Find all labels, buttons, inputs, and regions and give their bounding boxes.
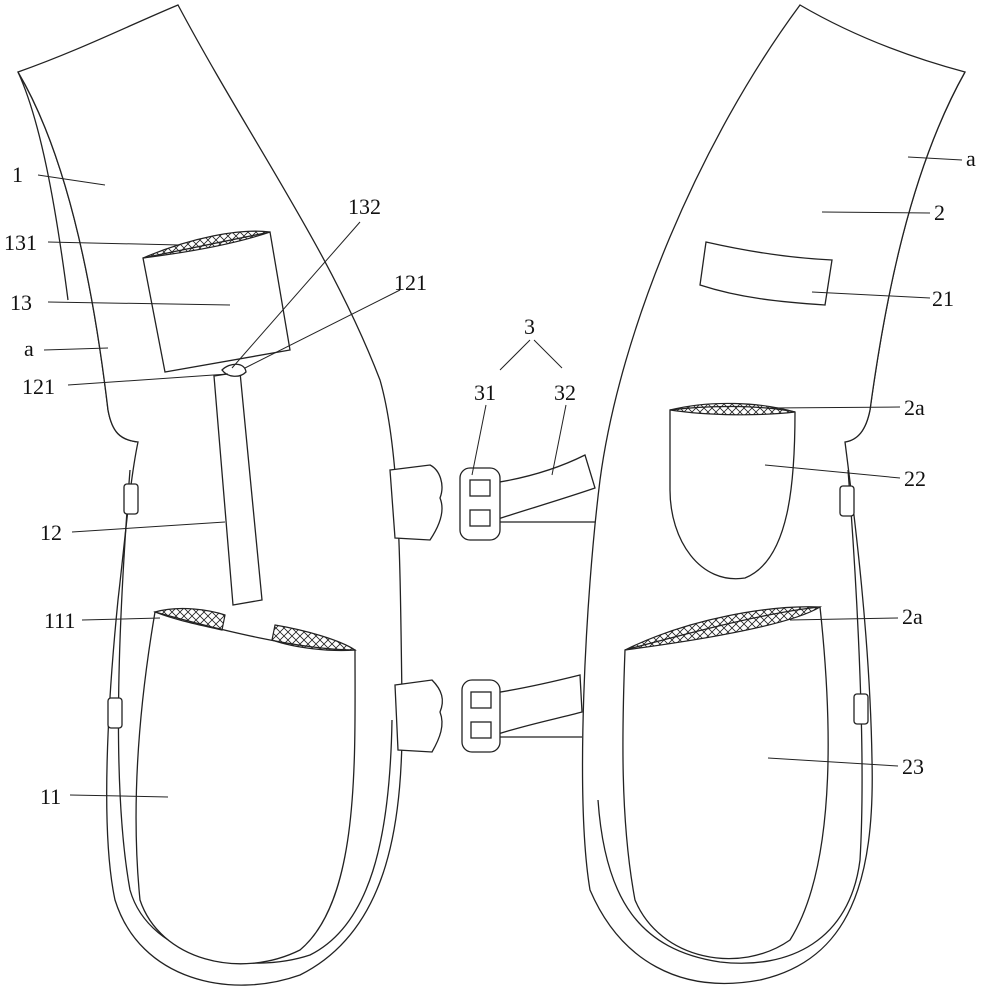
connector-132	[221, 363, 247, 377]
label-121-right: 121	[394, 270, 427, 295]
right-side-tab-upper	[839, 485, 855, 517]
label-a-left: a	[24, 336, 34, 361]
buckle-31-upper-male	[459, 467, 501, 541]
buckle-slot	[470, 691, 492, 709]
buckle-slot	[469, 509, 491, 527]
mesh-opening-2a-upper	[669, 402, 796, 416]
right-panel	[581, 4, 966, 984]
right-side-tab-lower	[853, 693, 869, 725]
left-side-tab-upper	[123, 483, 139, 515]
leader-a-right	[907, 156, 963, 161]
leader-12	[71, 521, 226, 533]
label-11: 11	[40, 784, 61, 809]
label-2a-lower: 2a	[902, 604, 923, 629]
label-12: 12	[40, 520, 62, 545]
label-2a-upper: 2a	[904, 395, 925, 420]
label-111: 111	[44, 608, 75, 633]
leader-31	[471, 404, 487, 476]
reference-labels: 1 131 13 a 121 132 121 12 111 11 3 31 32…	[4, 146, 976, 809]
label-3: 3	[524, 314, 535, 339]
buckle-3-upper	[389, 454, 596, 541]
left-panel	[17, 4, 403, 986]
buckle-31-upper-female	[389, 464, 443, 541]
mesh-opening-111-right	[271, 624, 357, 652]
label-23: 23	[902, 754, 924, 779]
leader-a-left	[43, 347, 109, 351]
label-13: 13	[10, 290, 32, 315]
mesh-opening-111-left	[153, 607, 226, 631]
leader-111	[81, 617, 161, 621]
label-31: 31	[474, 380, 496, 405]
label-121-left: 121	[22, 374, 55, 399]
pocket-23	[622, 606, 829, 960]
leader-lines	[37, 156, 963, 798]
buckle-slot	[469, 479, 491, 497]
buckle-lower-male	[461, 679, 501, 753]
leader-11	[69, 794, 169, 798]
leader-1	[37, 174, 106, 186]
left-side-tab-lower	[107, 697, 123, 729]
strap-32-upper	[479, 454, 596, 523]
patch-21	[699, 241, 833, 306]
leader-121-left	[67, 373, 229, 386]
leader-23	[767, 757, 899, 767]
leader-21	[811, 291, 931, 299]
label-21: 21	[932, 286, 954, 311]
label-22: 22	[904, 466, 926, 491]
leader-131	[47, 241, 181, 246]
label-132: 132	[348, 194, 381, 219]
buckle-3-lower	[394, 674, 583, 753]
leader-3-left	[499, 339, 531, 371]
leader-22	[764, 464, 901, 479]
leader-2a-upper	[769, 406, 901, 409]
leader-132	[231, 221, 361, 369]
leader-3-right	[533, 339, 563, 369]
strap-32-lower	[479, 674, 583, 738]
leader-2	[821, 211, 931, 214]
pocket-11	[135, 611, 356, 965]
label-131: 131	[4, 230, 37, 255]
label-32: 32	[554, 380, 576, 405]
buckle-lower-female	[394, 679, 443, 753]
buckle-slot	[470, 721, 492, 739]
mesh-opening-2a-lower	[624, 606, 823, 651]
left-inner-edge	[17, 71, 69, 301]
leader-2a-lower	[789, 617, 899, 621]
label-1: 1	[12, 162, 23, 187]
label-a-right: a	[966, 146, 976, 171]
right-body-inner-trim	[597, 469, 863, 964]
leader-13	[47, 301, 231, 306]
mesh-opening-131	[142, 230, 271, 259]
leader-32	[551, 404, 567, 476]
leader-121-right	[244, 289, 401, 369]
label-2: 2	[934, 200, 945, 225]
